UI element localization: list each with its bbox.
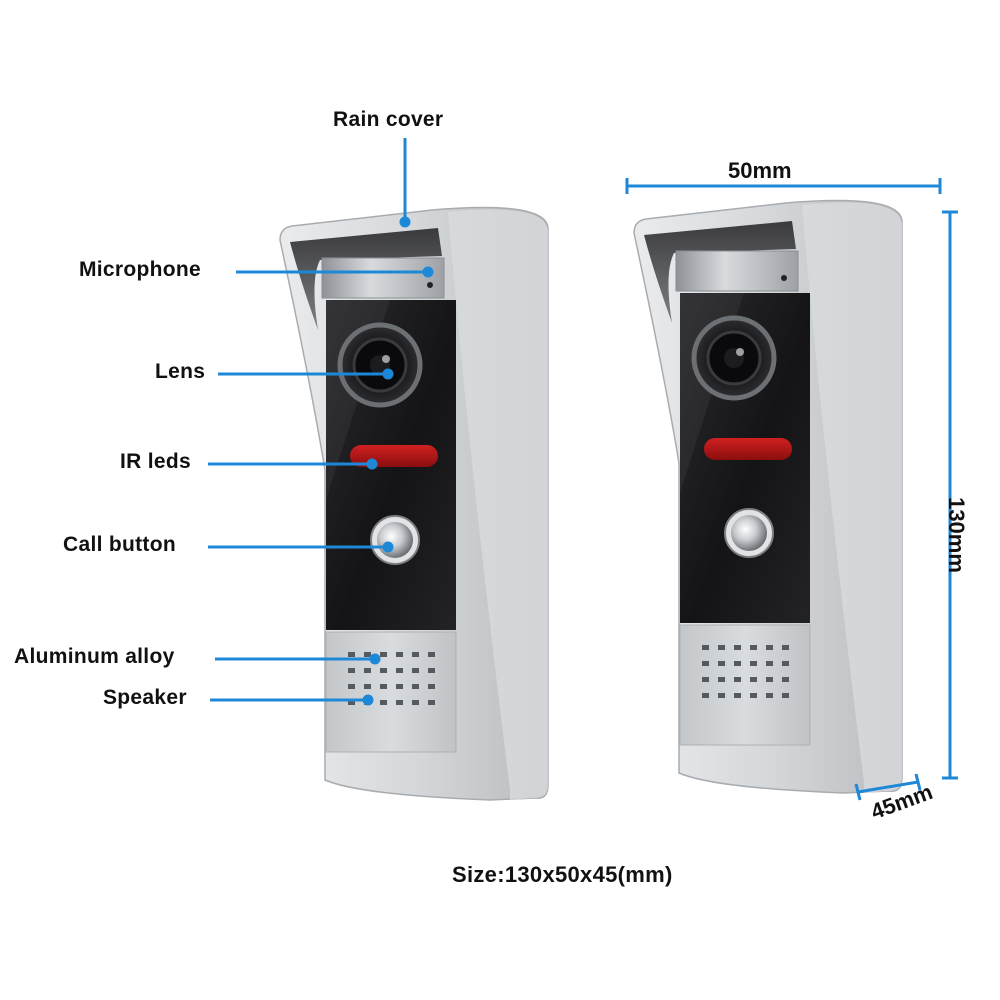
doorbell-unit-dimensioned — [634, 201, 902, 794]
rain-cover-label: Rain cover — [333, 108, 444, 131]
lens-label: Lens — [155, 360, 206, 383]
microphone-label: Microphone — [79, 258, 201, 281]
speaker-label: Speaker — [103, 686, 187, 709]
call-button-label: Call button — [63, 533, 176, 556]
dimension-lines — [625, 178, 958, 801]
height-dimension-label: 130mm — [943, 497, 969, 573]
ir-leds-label: IR leds — [120, 450, 191, 473]
size-caption: Size:130x50x45(mm) — [452, 862, 673, 887]
width-dimension-label: 50mm — [728, 158, 792, 183]
depth-dimension-line — [857, 780, 919, 794]
aluminum-alloy-label: Aluminum alloy — [14, 645, 175, 668]
callout-lines — [208, 138, 434, 706]
doorbell-unit-annotated — [280, 208, 548, 801]
